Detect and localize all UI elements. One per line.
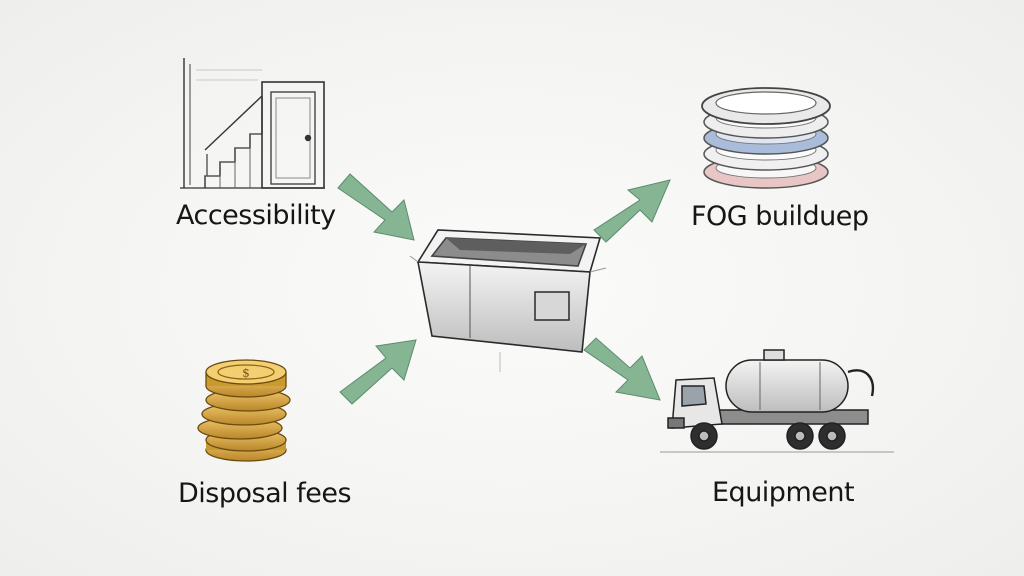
vacuum-truck-icon	[660, 349, 894, 453]
stacked-rings-icon	[701, 87, 831, 189]
label-disposal-fees: Disposal fees	[178, 478, 352, 509]
coin-stack-icon: $	[197, 359, 291, 462]
label-equipment: Equipment	[712, 477, 855, 508]
arrow-accessibility-to-trap	[337, 173, 415, 241]
arrow-trap-to-fog	[593, 179, 671, 243]
arrow-fees-to-trap	[339, 339, 417, 405]
label-accessibility: Accessibility	[176, 200, 336, 231]
svg-text:$: $	[242, 366, 250, 380]
stairs-door-icon	[180, 58, 325, 189]
label-fog-buildup: FOG builduep	[691, 201, 869, 232]
arrow-trap-to-equipment	[583, 337, 661, 401]
grease-trap-icon	[409, 229, 607, 372]
